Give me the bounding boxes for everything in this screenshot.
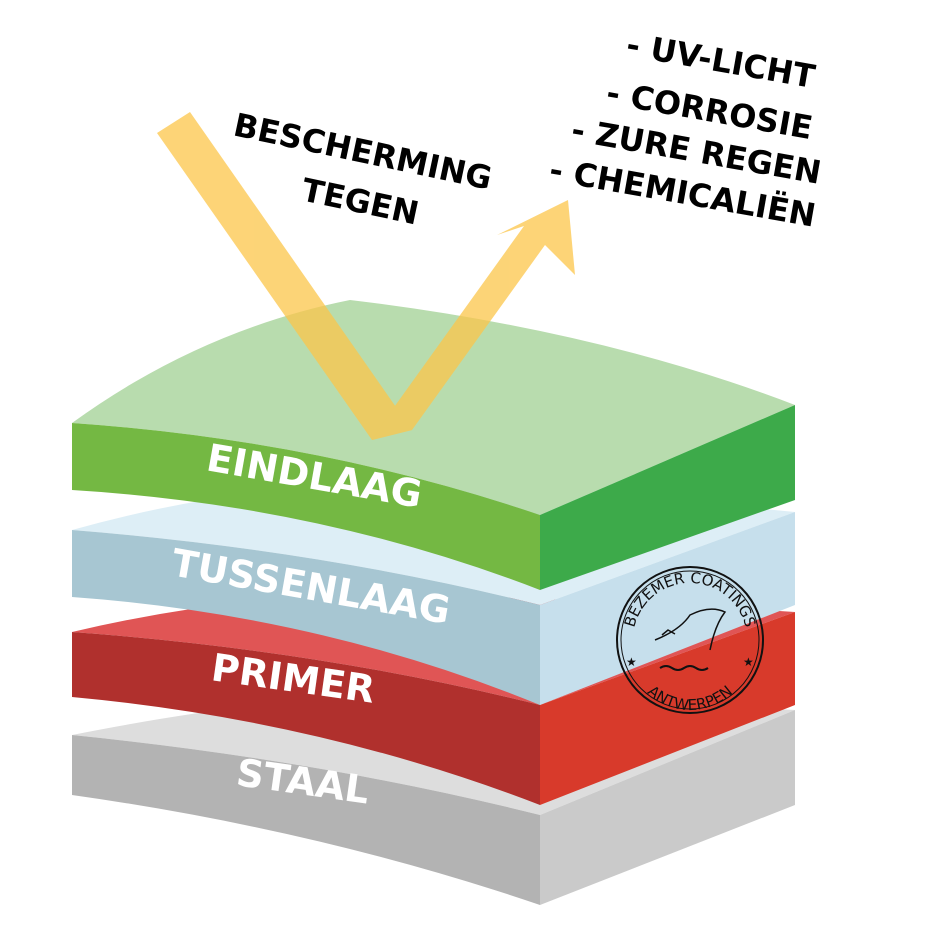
boat-icon <box>654 608 727 651</box>
reflection-arrow <box>157 112 575 440</box>
staal-front <box>72 735 540 905</box>
svg-text:★: ★ <box>743 655 754 669</box>
eindlaag-top <box>72 300 795 515</box>
tussenlaag-side <box>540 512 795 705</box>
waves-icon <box>659 665 709 671</box>
staal-side <box>540 710 795 905</box>
heading-line-2: TEGEN <box>298 171 422 233</box>
layer-eindlaag <box>72 300 795 590</box>
tussenlaag-front <box>72 530 540 705</box>
eindlaag-front <box>72 423 540 590</box>
svg-text:★: ★ <box>626 655 637 669</box>
eindlaag-side <box>540 405 795 590</box>
primer-front <box>72 632 540 805</box>
primer-side <box>540 612 795 805</box>
incoming-arrow <box>157 112 412 440</box>
outgoing-arrow <box>372 200 575 440</box>
